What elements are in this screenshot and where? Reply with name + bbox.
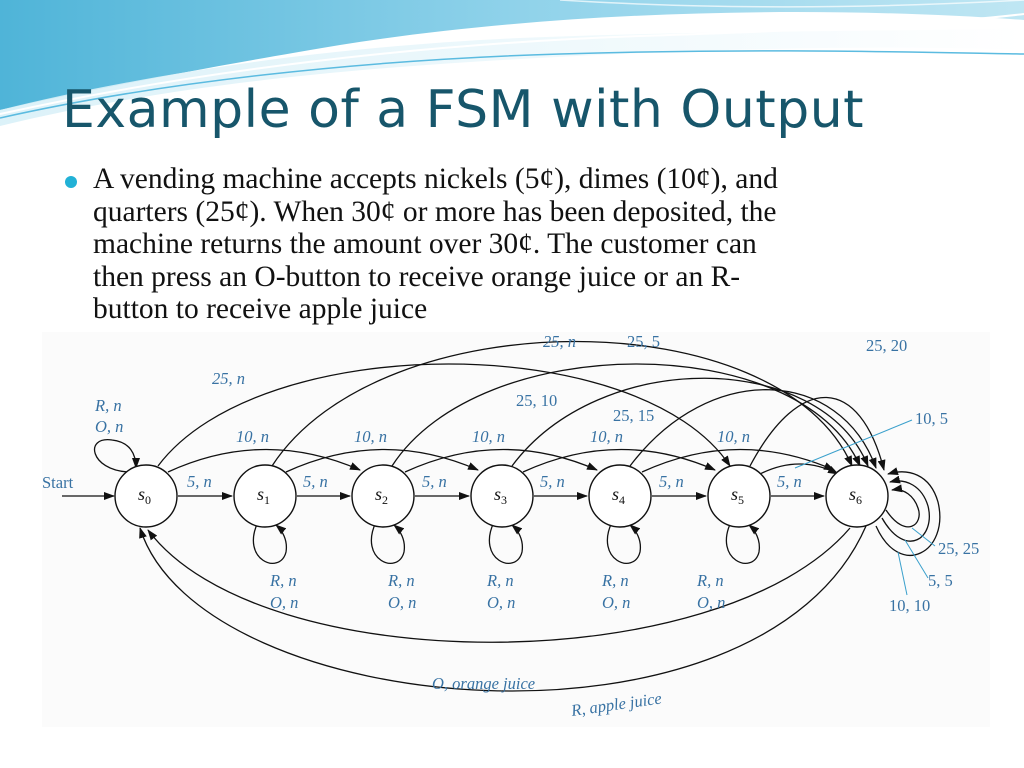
svg-text:s3: s3 — [494, 484, 507, 507]
edge-label: 10, n — [590, 427, 623, 446]
edge-label: 25, n — [212, 369, 245, 388]
edge-s3-s5 — [522, 448, 716, 473]
loop-label: R, n — [387, 571, 415, 590]
edge-label: 5, 5 — [928, 571, 953, 590]
edge-label: 10, n — [354, 427, 387, 446]
loop-label: R, n — [601, 571, 629, 590]
bullet-line: quarters (25¢). When 30¢ or more has bee… — [93, 195, 777, 228]
loop-s2 — [370, 521, 406, 564]
edge-label: 10, n — [717, 427, 750, 446]
edge-s1-s3 — [285, 448, 479, 473]
loop-label: R, n — [269, 571, 297, 590]
loop-label: O, n — [388, 593, 416, 612]
edge-label: 25, 20 — [866, 336, 907, 355]
edge-label: 25, 15 — [613, 406, 654, 425]
edge-label: 5, n — [187, 472, 212, 491]
bullet-point: A vending machine accepts nickels (5¢), … — [62, 163, 962, 326]
loop-s6-middle — [881, 475, 930, 542]
edge-s2-s4 — [404, 448, 598, 473]
edge-s4-s6 — [641, 448, 835, 473]
edge-label: 10, 10 — [889, 596, 930, 615]
state-s1: s1 — [233, 464, 297, 528]
state-s5: s5 — [707, 464, 771, 528]
edge-label: 10, 5 — [915, 409, 948, 428]
quarter-labels: 25, n 25, n 25, 5 25, 10 25, 15 25, 20 — [212, 332, 907, 425]
bullet-line: A vending machine accepts nickels (5¢), … — [93, 163, 778, 195]
edge-s4-s6 — [629, 389, 877, 469]
callout-line — [897, 551, 908, 596]
edge-s6-s0-apple — [139, 525, 867, 692]
edge-s1-s6 — [271, 340, 853, 467]
bullet-line: machine returns the amount over 30¢. The… — [93, 228, 757, 260]
callout-line — [911, 527, 936, 547]
background-waves — [0, 0, 1024, 126]
dime-edges — [167, 448, 835, 473]
callout-line — [904, 539, 929, 579]
loop-s5 — [725, 521, 761, 564]
edge-label: 25, n — [543, 332, 576, 351]
edge-label: 25, 5 — [627, 332, 660, 351]
loop-label: O, n — [270, 593, 298, 612]
start-label: Start — [42, 473, 74, 492]
self-loops — [94, 439, 941, 564]
loop-s6-inner — [885, 484, 920, 528]
edge-label: 5, n — [777, 472, 802, 491]
loop-label: O, n — [697, 593, 725, 612]
edge-s5-s6-dime — [759, 463, 839, 475]
edge-label: 25, 25 — [938, 539, 979, 558]
bullet-line: then press an O-button to receive orange… — [93, 260, 741, 293]
edge-s0-s2 — [167, 448, 361, 473]
edge-s5-s6-quarter — [749, 396, 886, 471]
loop-s1 — [252, 521, 288, 564]
state-s6: s6 — [825, 464, 889, 528]
edge-label: 10, n — [236, 427, 269, 446]
state-s2: s2 — [351, 464, 415, 528]
slide-title: Example of a FSM with Output — [62, 80, 865, 140]
edge-label: 5, n — [540, 472, 565, 491]
quarter-edges — [157, 340, 886, 471]
svg-text:s5: s5 — [731, 484, 744, 507]
edge-label: O, orange juice — [432, 674, 535, 693]
svg-text:s1: s1 — [257, 484, 270, 507]
state-s4: s4 — [588, 464, 652, 528]
edge-s6-s0-orange — [147, 527, 851, 643]
edge-s0-s5 — [157, 363, 731, 467]
loop-label: R, n — [696, 571, 724, 590]
states: s0 s1 s2 s3 s4 s5 s6 — [114, 464, 889, 528]
callout-line — [794, 419, 913, 469]
edge-s2-s6 — [391, 363, 861, 467]
edge-label: 25, 10 — [516, 391, 557, 410]
svg-text:s2: s2 — [375, 484, 388, 507]
nickel-labels: 5, n 5, n 5, n 5, n 5, n 5, n — [187, 472, 802, 491]
loop-s3 — [488, 521, 524, 564]
loop-s0 — [94, 439, 140, 473]
dime-labels: 10, n 10, n 10, n 10, n 10, n — [236, 427, 750, 446]
edge-label: R, apple juice — [569, 688, 663, 720]
bullet-line: button to receive apple juice — [93, 293, 428, 325]
return-edges — [139, 525, 867, 692]
edge-label: 5, n — [303, 472, 328, 491]
loop-label: O, n — [487, 593, 515, 612]
svg-text:s0: s0 — [138, 484, 151, 507]
bullet-dot-icon — [65, 176, 77, 188]
loop-label: O, n — [602, 593, 630, 612]
bullet-text: A vending machine accepts nickels (5¢), … — [93, 163, 962, 326]
edge-label: 10, n — [472, 427, 505, 446]
edge-s3-s6 — [511, 377, 869, 467]
state-s0: s0 — [114, 464, 178, 528]
state-s3: s3 — [470, 464, 534, 528]
loop-s4 — [606, 521, 642, 564]
svg-text:s6: s6 — [849, 484, 862, 507]
loop-label: R, n — [94, 396, 122, 415]
edge-label: 5, n — [659, 472, 684, 491]
edge-label: 5, n — [422, 472, 447, 491]
loop-label: O, n — [95, 417, 123, 436]
loop-label: R, n — [486, 571, 514, 590]
svg-text:s4: s4 — [612, 484, 625, 507]
